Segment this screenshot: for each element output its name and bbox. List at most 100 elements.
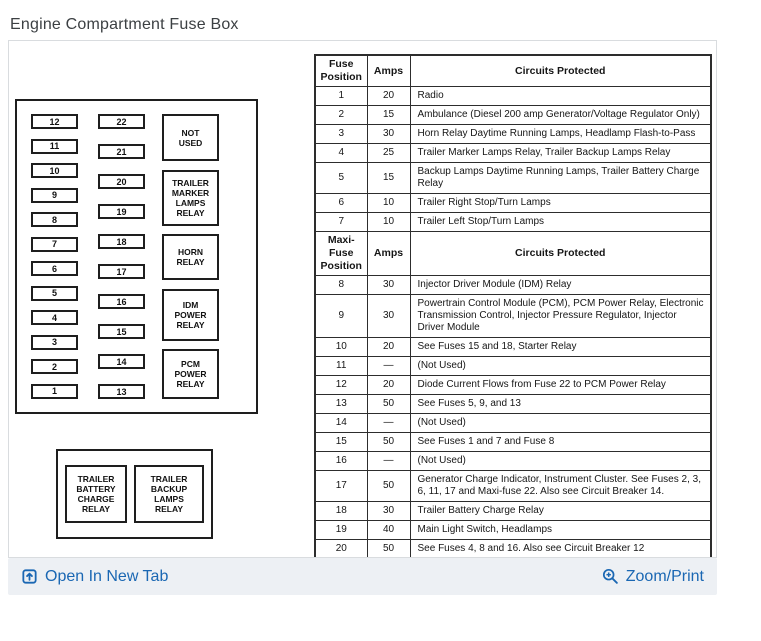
cell-circuits: Diode Current Flows from Fuse 22 to PCM … — [409, 375, 712, 395]
cell-circuits: Trailer Battery Charge Relay — [409, 501, 712, 521]
cell-amps: 50 — [366, 539, 411, 557]
cell-amps: 30 — [366, 501, 411, 521]
cell-position: 18 — [314, 501, 368, 521]
cell-circuits: Ambulance (Diesel 200 amp Generator/Volt… — [409, 105, 712, 125]
relay-box-1: NOT USED — [162, 114, 219, 161]
fuse-11: 11 — [31, 138, 78, 154]
fuse-6: 6 — [31, 261, 78, 277]
fuse-7: 7 — [31, 236, 78, 252]
cell-position: 16 — [314, 451, 368, 471]
cell-amps: 15 — [366, 162, 411, 194]
open-in-new-tab-label: Open In New Tab — [45, 567, 169, 585]
page-title: Engine Compartment Fuse Box — [10, 16, 239, 33]
cell-circuits: (Not Used) — [409, 451, 712, 471]
fuse-22: 22 — [98, 114, 145, 129]
fuse-14: 14 — [98, 354, 145, 369]
fuse-16: 16 — [98, 294, 145, 309]
open-in-new-tab-link[interactable]: Open In New Tab — [21, 568, 168, 586]
cell-amps: 20 — [366, 375, 411, 395]
cell-circuits: Generator Charge Indicator, Instrument C… — [409, 470, 712, 502]
cell-circuits: Trailer Right Stop/Turn Lamps — [409, 193, 712, 213]
cell-amps: 10 — [366, 193, 411, 213]
cell-position: 8 — [314, 275, 368, 295]
cell-position: 13 — [314, 394, 368, 414]
cell-circuits: Backup Lamps Daytime Running Lamps, Trai… — [409, 162, 712, 194]
cell-amps: 30 — [366, 275, 411, 295]
cell-amps: 50 — [366, 432, 411, 452]
cell-circuits: Radio — [409, 86, 712, 106]
fuse-10: 10 — [31, 163, 78, 179]
cell-circuits: (Not Used) — [409, 413, 712, 433]
cell-circuits: Horn Relay Daytime Running Lamps, Headla… — [409, 124, 712, 144]
cell-amps: — — [366, 451, 411, 471]
fuse-19: 19 — [98, 204, 145, 219]
cell-position: 10 — [314, 337, 368, 357]
cell-amps: 40 — [366, 520, 411, 540]
cell-position: 3 — [314, 124, 368, 144]
cell-circuits: See Fuses 5, 9, and 13 — [409, 394, 712, 414]
relay-box-3: HORN RELAY — [162, 234, 219, 280]
cell-position: 15 — [314, 432, 368, 452]
fuse-3: 3 — [31, 334, 78, 350]
zoom-magnifier-icon — [602, 568, 619, 585]
cell-circuits: Injector Driver Module (IDM) Relay — [409, 275, 712, 295]
cell-circuits: See Fuses 4, 8 and 16. Also see Circuit … — [409, 539, 712, 557]
cell-amps: 10 — [366, 212, 411, 232]
header-cell-position: Fuse Position — [314, 54, 368, 87]
cell-amps: 30 — [366, 294, 411, 338]
cell-circuits: Powertrain Control Module (PCM), PCM Pow… — [409, 294, 712, 338]
cell-amps: — — [366, 413, 411, 433]
relay-box-2: TRAILER MARKER LAMPS RELAY — [162, 169, 219, 226]
fuse-2: 2 — [31, 359, 78, 375]
zoom-print-link[interactable]: Zoom/Print — [602, 568, 704, 586]
fuse-4: 4 — [31, 310, 78, 326]
cell-amps: 15 — [366, 105, 411, 125]
cell-position: 20 — [314, 539, 368, 557]
cell-position: 2 — [314, 105, 368, 125]
cell-amps: 30 — [366, 124, 411, 144]
fuse-12: 12 — [31, 114, 78, 129]
bottom-relay-box-2: TRAILER BACKUP LAMPS RELAY — [134, 465, 204, 523]
fuse-row-16: 16—(Not Used) — [314, 451, 712, 471]
fuse-21: 21 — [98, 144, 145, 159]
fuse-row-11: 11—(Not Used) — [314, 356, 712, 376]
fuse-15: 15 — [98, 324, 145, 339]
cell-circuits: Trailer Marker Lamps Relay, Trailer Back… — [409, 143, 712, 163]
relay-box-5: PCM POWER RELAY — [162, 349, 219, 399]
cell-position: 6 — [314, 193, 368, 213]
fuse-8: 8 — [31, 212, 78, 228]
zoom-print-label: Zoom/Print — [625, 567, 704, 585]
header-cell-amps: Amps — [366, 231, 411, 276]
fuse-5: 5 — [31, 285, 78, 301]
cell-amps: 20 — [366, 86, 411, 106]
bottom-relay-box-1: TRAILER BATTERY CHARGE RELAY — [65, 465, 127, 523]
header-cell-position: Maxi-Fuse Position — [314, 231, 368, 276]
cell-circuits: See Fuses 1 and 7 and Fuse 8 — [409, 432, 712, 452]
cell-position: 7 — [314, 212, 368, 232]
header-cell-circuits: Circuits Protected — [409, 54, 712, 87]
relay-column: NOT USED TRAILER MARKER LAMPS RELAY HORN R… — [162, 114, 219, 399]
cell-amps: — — [366, 356, 411, 376]
cell-position: 11 — [314, 356, 368, 376]
